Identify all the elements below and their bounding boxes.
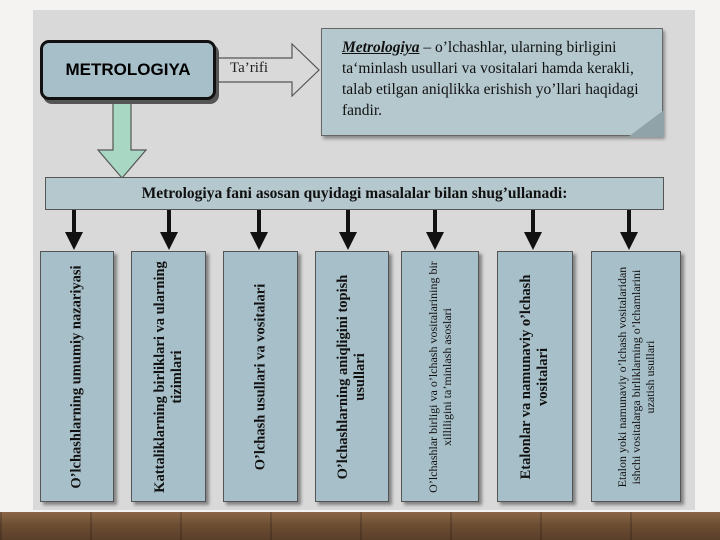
right-arrow-shape bbox=[217, 42, 320, 98]
definition-text: – o’lchashlar, ularning birligini ta‘min… bbox=[342, 39, 639, 119]
branch-arrow-7 bbox=[620, 210, 638, 250]
topic-column-4: O’lchashlarning aniqligini topish usulla… bbox=[315, 251, 389, 502]
wooden-floor bbox=[0, 512, 720, 540]
topic-column-6: Etalonlar va namunaviy o’lchash vositala… bbox=[497, 251, 573, 502]
branch-arrow-2 bbox=[160, 210, 178, 250]
tasks-banner-text: Metrologiya fani asosan quyidagi masalal… bbox=[141, 184, 568, 202]
topic-column-5: O’lchashlar birligi va o’lchash vositala… bbox=[401, 251, 479, 502]
topic-text-2: Kattaliklarning birliklari va ularning t… bbox=[151, 260, 185, 493]
topic-text-3: O’lchash usullari va vositalari bbox=[252, 283, 268, 470]
branch-arrow-3 bbox=[250, 210, 268, 250]
topic-column-2: Kattaliklarning birliklari va ularning t… bbox=[131, 251, 206, 502]
branch-arrow-4 bbox=[339, 210, 357, 250]
topic-text-7: Etalon yoki namunaviy o’lchash vositalar… bbox=[615, 266, 657, 487]
topic-column-1: O’lchashlarning umumiy nazariyasi bbox=[40, 251, 114, 502]
metrologiya-box: METROLOGIYA bbox=[40, 40, 216, 100]
tasks-banner: Metrologiya fani asosan quyidagi masalal… bbox=[45, 177, 664, 210]
metrologiya-label: METROLOGIYA bbox=[65, 60, 191, 79]
topic-text-1: O’lchashlarning umumiy nazariyasi bbox=[68, 264, 85, 489]
definition-box: Metrologiya – o’lchashlar, ularning birl… bbox=[321, 28, 663, 136]
definition-term: Metrologiya bbox=[342, 39, 420, 56]
topic-column-3: O’lchash usullari va vositalari bbox=[223, 251, 298, 502]
topic-text-6: Etalonlar va namunaviy o’lchash vositala… bbox=[518, 274, 551, 479]
topic-text-5: O’lchashlar birligi va o’lchash vositala… bbox=[426, 260, 454, 493]
down-arrow-shape bbox=[96, 99, 148, 179]
topic-column-7: Etalon yoki namunaviy o’lchash vositalar… bbox=[591, 251, 681, 502]
branch-arrow-5 bbox=[426, 210, 444, 250]
definition-arrow-label: Ta’rifi bbox=[230, 60, 269, 76]
folded-corner bbox=[628, 110, 664, 137]
branch-arrow-6 bbox=[524, 210, 542, 250]
branch-arrow-1 bbox=[65, 210, 83, 250]
topic-text-4: O’lchashlarning aniqligini topish usulla… bbox=[335, 274, 368, 479]
